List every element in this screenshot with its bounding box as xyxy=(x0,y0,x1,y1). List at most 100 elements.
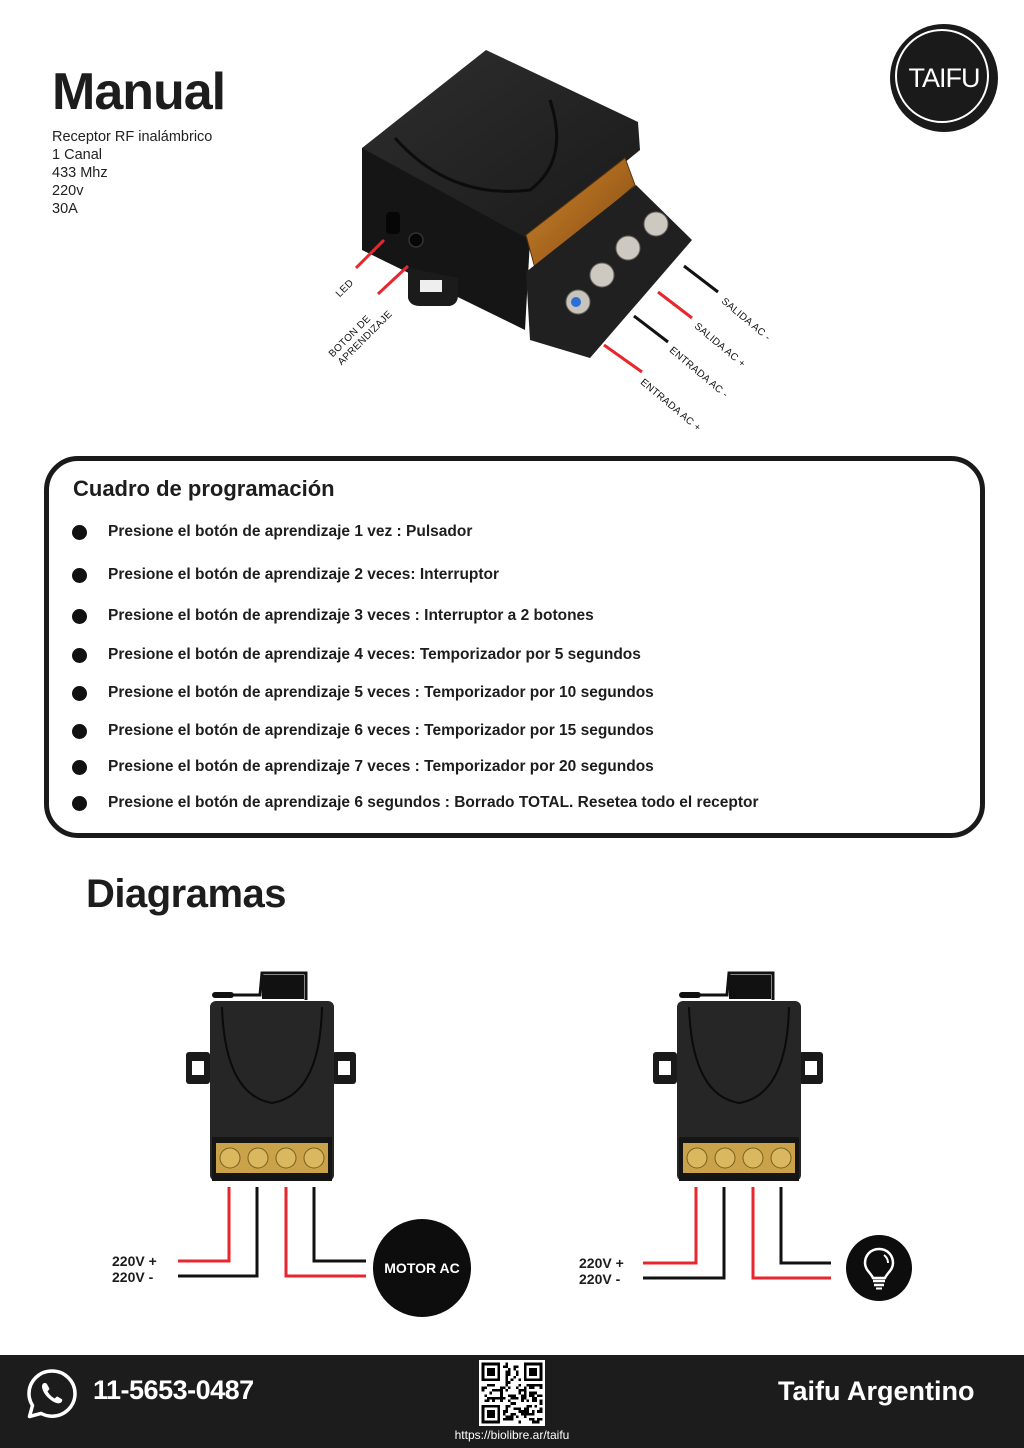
qr-module xyxy=(529,1383,532,1387)
qr-module xyxy=(539,1394,543,1397)
bullet-icon xyxy=(72,685,87,701)
qr-module xyxy=(513,1394,516,1397)
label-220v-plus: 220V + xyxy=(579,1255,624,1271)
qr-module xyxy=(508,1399,511,1403)
qr-module xyxy=(518,1383,522,1387)
qr-module xyxy=(534,1383,538,1387)
qr-module xyxy=(518,1410,522,1413)
list-item: Presione el botón de aprendizaje 5 veces… xyxy=(70,684,654,702)
qr-module xyxy=(508,1367,511,1371)
qr-module xyxy=(523,1412,527,1416)
qr-module xyxy=(513,1365,516,1368)
qr-module xyxy=(529,1404,532,1408)
label-220v-plus: 220V + xyxy=(112,1253,157,1269)
qr-module xyxy=(492,1396,495,1400)
shield-arc xyxy=(393,99,559,193)
qr-module xyxy=(537,1394,540,1397)
qr-module xyxy=(486,1383,490,1387)
qr-module xyxy=(526,1404,530,1408)
logo-text: TAIFU xyxy=(908,62,981,93)
qr-module xyxy=(505,1383,509,1387)
list-item-text: Presione el botón de aprendizaje 5 veces… xyxy=(108,684,654,701)
qr-module xyxy=(529,1391,532,1395)
qr-module xyxy=(534,1399,538,1403)
qr-module xyxy=(513,1407,516,1411)
spec-line: 220v xyxy=(52,183,84,199)
qr-module xyxy=(486,1410,495,1419)
list-item-text: Presione el botón de aprendizaje 1 vez :… xyxy=(108,523,473,540)
receiver-product-image xyxy=(354,50,719,374)
diagram-motor: 220V + 220V - MOTOR AC xyxy=(100,965,500,1325)
whatsapp-icon[interactable] xyxy=(26,1368,78,1420)
qr-module xyxy=(537,1420,540,1424)
qr-module xyxy=(510,1412,514,1416)
qr-module xyxy=(531,1412,535,1416)
qr-module xyxy=(534,1396,538,1400)
qr-module xyxy=(508,1404,511,1408)
qr-module xyxy=(500,1399,503,1403)
qr-module xyxy=(529,1418,532,1421)
qr-module xyxy=(505,1407,509,1411)
spec-line: 30A xyxy=(52,201,78,217)
qr-module xyxy=(508,1415,511,1419)
qr-module xyxy=(534,1404,538,1408)
brand-name: Taifu Argentino xyxy=(778,1376,975,1406)
qr-module xyxy=(505,1418,509,1421)
spec-line: Receptor RF inalámbrico xyxy=(52,129,213,145)
spec-line: 1 Canal xyxy=(52,147,102,163)
qr-module xyxy=(505,1373,509,1376)
programming-title: Cuadro de programación xyxy=(73,476,335,501)
qr-module xyxy=(513,1367,516,1371)
qr-module xyxy=(523,1407,527,1411)
qr-module xyxy=(531,1394,535,1397)
wire-output-negative xyxy=(779,1187,831,1265)
qr-module xyxy=(500,1396,503,1400)
qr-module xyxy=(531,1396,535,1400)
bullet-icon xyxy=(72,524,87,540)
qr-module xyxy=(489,1383,493,1387)
bullet-icon xyxy=(72,647,87,663)
list-item: Presione el botón de aprendizaje 2 veces… xyxy=(70,566,499,584)
label-220v-minus: 220V - xyxy=(579,1271,621,1287)
bullet-icon xyxy=(72,759,87,775)
diagram-motor-drawing xyxy=(178,971,366,1278)
qr-module xyxy=(539,1399,543,1403)
qr-module xyxy=(505,1404,509,1408)
qr-module xyxy=(539,1402,543,1405)
list-item: Presione el botón de aprendizaje 4 veces… xyxy=(70,646,641,664)
qr-module xyxy=(492,1383,495,1387)
qr-module xyxy=(531,1386,535,1390)
list-item-text: Presione el botón de aprendizaje 4 veces… xyxy=(108,646,641,663)
qr-code[interactable] xyxy=(479,1360,545,1426)
page-title: Manual xyxy=(52,63,226,121)
qr-module xyxy=(537,1418,540,1421)
wire-output-negative xyxy=(312,1187,366,1263)
qr-module xyxy=(505,1381,509,1384)
qr-module xyxy=(539,1410,543,1413)
wire-input-positive xyxy=(643,1187,698,1265)
qr-module xyxy=(539,1386,543,1390)
qr-module xyxy=(526,1410,530,1413)
qr-module xyxy=(521,1394,524,1397)
qr-module xyxy=(518,1389,522,1392)
wire-input-negative xyxy=(178,1187,259,1278)
list-item: Presione el botón de aprendizaje 6 segun… xyxy=(70,794,759,812)
led-hole xyxy=(386,212,400,234)
phone-number[interactable]: 11-5653-0487 xyxy=(93,1375,254,1405)
qr-module xyxy=(481,1389,485,1392)
qr-module xyxy=(515,1407,519,1411)
qr-module xyxy=(534,1391,538,1395)
lightbulb-icon xyxy=(863,1247,895,1290)
qr-url[interactable]: https://biolibre.ar/taifu xyxy=(454,1428,570,1442)
taifu-logo: TAIFU xyxy=(890,24,998,132)
qr-module xyxy=(500,1394,503,1397)
list-item: Presione el botón de aprendizaje 1 vez :… xyxy=(70,523,472,541)
qr-module xyxy=(534,1420,538,1424)
qr-module xyxy=(505,1375,509,1379)
qr-module xyxy=(502,1418,506,1421)
qr-module xyxy=(502,1396,506,1400)
qr-module xyxy=(531,1391,535,1395)
qr-module xyxy=(521,1389,524,1392)
qr-module xyxy=(508,1418,511,1421)
list-item: Presione el botón de aprendizaje 6 veces… xyxy=(70,722,654,740)
